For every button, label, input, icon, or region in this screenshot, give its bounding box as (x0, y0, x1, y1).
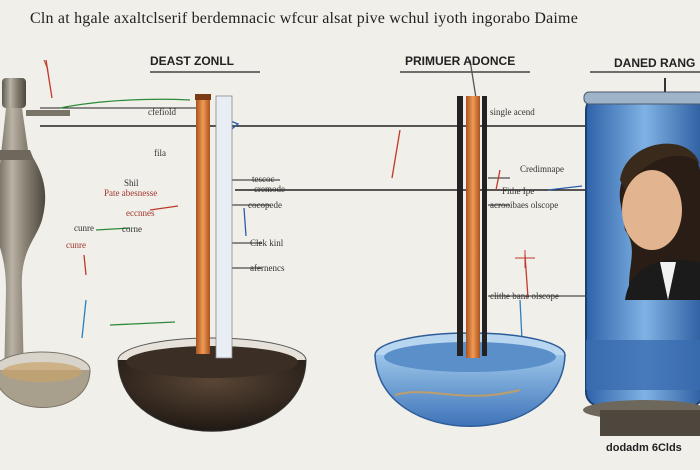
label-crerode: cremode (254, 184, 285, 194)
sparkle-accents (43, 59, 535, 268)
connector-lines (40, 71, 700, 297)
label-acrooibaes: acrooibaes olscope (490, 200, 559, 210)
label-credimnape: Credimnape (520, 164, 564, 174)
zone-middle-label: PRIMUER ADONCE (405, 54, 516, 68)
label-fila: fila (154, 148, 166, 158)
page-title: Cln at hgale axaltclserif berdemnacic wf… (30, 10, 579, 27)
label-cithe-bane: clithe bane olscope (490, 291, 559, 301)
label-econes: eccnnes (126, 208, 155, 218)
signature-text: dodadm 6Clds (606, 442, 682, 454)
label-fithe-pe: Fithe Ipe (502, 186, 535, 196)
label-clek-kinl: Clek kinl (250, 238, 284, 248)
label-pate: Pate abesnesse (104, 188, 158, 198)
soil-basin-icon (117, 337, 307, 432)
label-aferencs: afernencs (250, 263, 285, 273)
label-tescoc: tescoc (252, 174, 275, 184)
middle-rod (457, 96, 487, 358)
label-cocopede: cocopede (248, 200, 282, 210)
zone-right-label: DANED RANG (614, 56, 696, 70)
label-single-acend: single acend (490, 107, 535, 117)
annotation-arrows (45, 59, 583, 341)
left-rod (195, 94, 233, 359)
label-corne: corne (122, 224, 142, 234)
label-cunre: cunre (74, 223, 94, 233)
left-small-basin (0, 351, 91, 408)
portrait-icon (619, 143, 700, 300)
label-clefiold: cfefiold (148, 107, 176, 117)
label-cunre-alt: cunre (66, 240, 86, 250)
zone-left-label: DEAST ZONLL (150, 54, 234, 68)
metal-retort-icon (0, 78, 70, 380)
label-shil: Shil (124, 178, 139, 188)
